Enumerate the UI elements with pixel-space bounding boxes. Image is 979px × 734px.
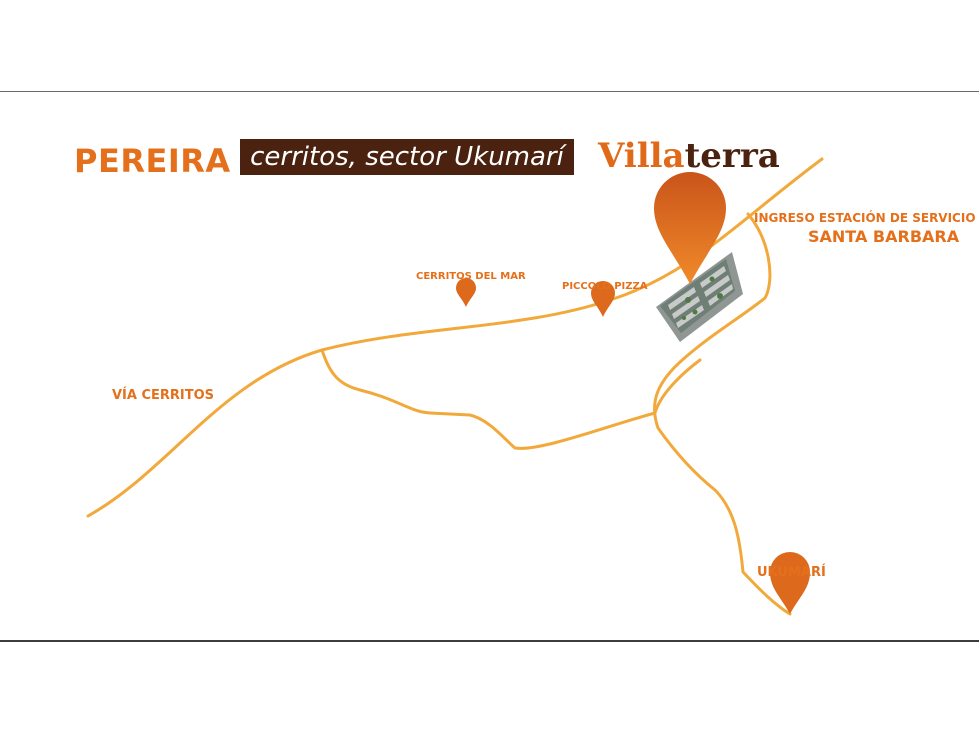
ukumari-pin-icon <box>770 552 810 614</box>
piccolo-pizza-label: PICCOLO PIZZA <box>562 281 648 292</box>
brand-logo-part2: terra <box>684 136 780 176</box>
secondary-road-loop <box>320 348 657 450</box>
cerritos-del-mar-label: CERRITOS DEL MAR <box>416 271 526 282</box>
ingreso-estacion-label: INGRESO ESTACIÓN DE SERVICIO <box>754 211 976 225</box>
city-title: PEREIRA <box>74 142 231 180</box>
piccolo-pizza-pin-icon <box>591 281 615 317</box>
santa-barbara-access-road <box>653 212 792 616</box>
bottom-divider <box>0 640 979 642</box>
brand-logo-part1: Villa <box>598 136 685 176</box>
via-cerritos-label: VÍA CERRITOS <box>112 388 215 403</box>
ukumari-label: UKUMARÍ <box>757 565 826 580</box>
cerritos-del-mar-pin-icon <box>456 278 476 307</box>
top-divider <box>0 91 979 92</box>
project-site-plan <box>656 252 743 342</box>
brand-logo: Villaterra <box>598 134 780 178</box>
local-connector-road <box>653 358 702 415</box>
project-pin-icon <box>654 172 726 284</box>
santa-barbara-label: SANTA BARBARA <box>808 227 960 246</box>
sector-banner: cerritos, sector Ukumarí <box>240 139 574 175</box>
